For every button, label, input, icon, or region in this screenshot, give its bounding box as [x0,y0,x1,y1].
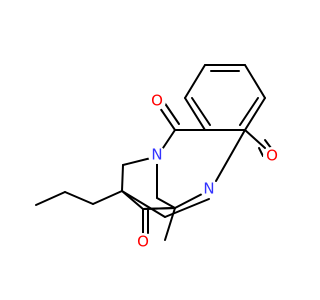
n-amide-right-bg [200,180,218,198]
benzene-inner-bond [191,97,211,126]
n-amide-top-bg [148,146,166,164]
o-ketone-bg [134,233,152,251]
propyl-bond-2 [35,191,66,206]
o-carbonyl-right-label: O [266,147,278,165]
o-ketone-label: O [137,233,149,251]
carbonyl2-co-bond [258,147,264,157]
bridge-b-bond [164,198,210,218]
benzene-bond [244,97,266,131]
molecule-diagram: O N O N O [35,64,281,251]
carbonyl2-c-ring-bond [244,129,266,149]
o-carbonyl-right-bg [263,147,281,165]
bridge-a-bond [121,190,166,218]
benzene-bond [244,64,266,99]
atom-label-layer: O N O N O [134,92,281,251]
o-carbonyl-top-bg [148,92,166,110]
ch2b-bridgehead-bond [156,197,176,209]
o-carbonyl-top-label: O [151,92,163,110]
propyl-bond-1 [64,191,94,205]
bridgehead-n2-bond [174,193,203,209]
carbonyl2-cn-bond [215,129,246,182]
benzene-bond [184,64,206,99]
n1-ch2-bond [122,157,152,166]
cage-link-bond [142,207,176,210]
n-amide-right-label: N [203,180,214,198]
carbonyl-co-bond [159,107,176,131]
benzene-inner-bond [239,97,259,126]
carbonyl2-co-double-bond [264,139,272,149]
structure-svg: O N O N O [35,64,281,251]
ch-propyl-bond [92,190,123,205]
bond-layer [35,64,272,241]
benzene-bond [184,97,206,131]
n-amide-top-label: N [151,146,162,164]
ch2-ch-bond [121,164,124,192]
carbonyl-cn-bond [162,129,176,149]
carbonyl-co-double-bond [163,101,180,125]
